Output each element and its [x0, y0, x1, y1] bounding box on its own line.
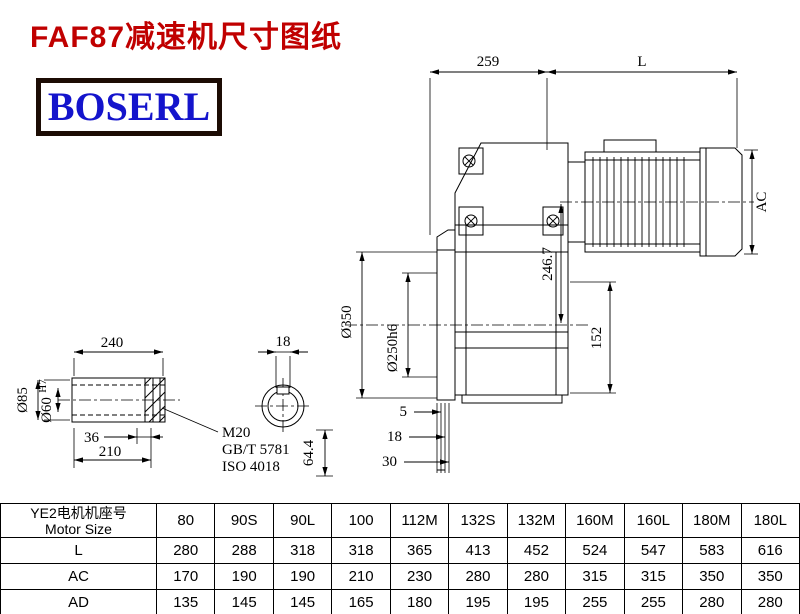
- table-cell: 165: [331, 589, 391, 614]
- main-view-gearbox: [436, 142, 569, 471]
- table-cell: 280: [448, 563, 508, 590]
- table-cell: 350: [682, 563, 742, 590]
- column-header: 180L: [740, 503, 800, 538]
- column-header: 90L: [272, 503, 333, 538]
- table-cell: 315: [565, 563, 625, 590]
- dim-152: 152: [589, 327, 605, 350]
- dim-240: 240: [101, 335, 124, 351]
- dim-30: 30: [382, 454, 397, 470]
- boserl-logo: BOSERL: [36, 78, 222, 136]
- table-cell: 190: [272, 563, 333, 590]
- table-cell: 318: [272, 537, 333, 564]
- table-cell: 288: [214, 537, 274, 564]
- column-header: 80: [155, 503, 216, 538]
- table-cell: 170: [155, 563, 216, 590]
- table-cell: 145: [214, 589, 274, 614]
- dim-18-bottom: 18: [387, 429, 402, 445]
- table-cell: 255: [565, 589, 625, 614]
- main-view-motor: [567, 139, 743, 257]
- dim-259: 259: [477, 55, 500, 70]
- dim-36: 36: [84, 430, 100, 446]
- table-cell: 280: [740, 589, 800, 614]
- dim-60-tolerance: H7: [37, 379, 49, 393]
- dim-18-keyway: 18: [276, 334, 291, 350]
- table-cell: 145: [272, 589, 333, 614]
- dim-350: Ø350: [339, 305, 355, 338]
- header-en: Motor Size: [45, 520, 112, 537]
- table-cell: 280: [506, 563, 567, 590]
- column-header: 180M: [682, 503, 742, 538]
- column-header: 112M: [389, 503, 450, 538]
- table-cell: 616: [740, 537, 800, 564]
- column-header: 132M: [506, 503, 567, 538]
- dim-L: L: [637, 55, 646, 70]
- label-iso-4018: ISO 4018: [222, 459, 280, 475]
- column-header: 90S: [214, 503, 274, 538]
- table-cell: 195: [448, 589, 508, 614]
- dim-5: 5: [400, 404, 408, 420]
- table-cell: 280: [682, 589, 742, 614]
- keyway: [276, 386, 290, 395]
- table-cell: 230: [389, 563, 450, 590]
- row-label: L: [0, 537, 157, 564]
- table-cell: 365: [389, 537, 450, 564]
- dimension-texts: 259 L AC 246.7 Ø350 Ø250h6 152 5 18 30 2…: [15, 55, 770, 475]
- column-header: 160L: [623, 503, 684, 538]
- table-cell: 280: [155, 537, 216, 564]
- dim-60: Ø60: [39, 397, 55, 423]
- page-title: FAF87减速机尺寸图纸: [30, 21, 343, 54]
- label-gbt-5781: GB/T 5781: [222, 442, 290, 458]
- table-cell: 452: [506, 537, 567, 564]
- table-cell: 195: [506, 589, 567, 614]
- table-cell: 318: [331, 537, 391, 564]
- dim-64-4: 64.4: [301, 439, 317, 466]
- row-label: AC: [0, 563, 157, 590]
- dimension-drawing: 259 L AC 246.7 Ø350 Ø250h6 152 5 18 30 2…: [15, 55, 770, 477]
- column-header: 100: [331, 503, 391, 538]
- column-header: 160M: [565, 503, 625, 538]
- header-cn: YE2电机机座号: [30, 504, 127, 521]
- boserl-logo-text: BOSERL: [47, 84, 211, 129]
- table-cell: 210: [331, 563, 391, 590]
- label-m20: M20: [222, 425, 250, 441]
- table-cell: 190: [214, 563, 274, 590]
- table-cell: 350: [740, 563, 800, 590]
- dim-85: Ø85: [15, 387, 31, 413]
- table-cell: 524: [565, 537, 625, 564]
- extension-lines: [44, 78, 758, 477]
- dim-AC: AC: [754, 192, 770, 213]
- table-cell: 135: [155, 589, 216, 614]
- table-cell: 315: [623, 563, 684, 590]
- column-header: 132S: [448, 503, 508, 538]
- dim-210: 210: [99, 444, 122, 460]
- table-cell: 583: [682, 537, 742, 564]
- table-cell: 413: [448, 537, 508, 564]
- table-cell: 180: [389, 589, 450, 614]
- table-cell: 547: [623, 537, 684, 564]
- dim-250h6: Ø250h6: [385, 323, 401, 372]
- table-cell: 255: [623, 589, 684, 614]
- centerlines: [58, 201, 754, 434]
- dim-246-7: 246.7: [540, 247, 556, 281]
- row-label: AD: [0, 589, 157, 614]
- table-header-motor-size: YE2电机机座号 Motor Size: [0, 503, 157, 538]
